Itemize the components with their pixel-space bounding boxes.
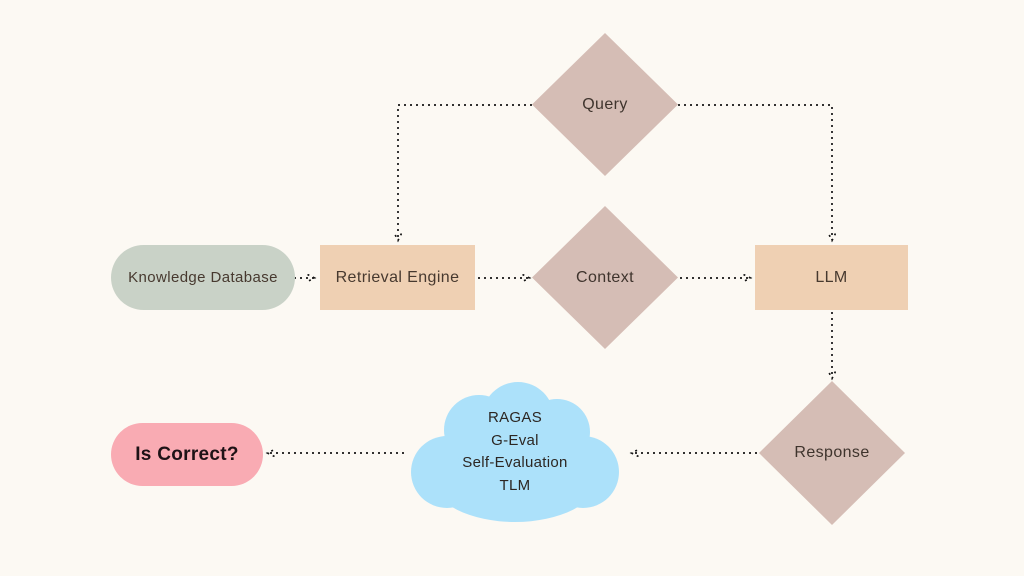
evaluator-line-geval: G-Eval bbox=[491, 431, 539, 449]
retrieval-engine-label: Retrieval Engine bbox=[335, 268, 460, 286]
node-llm-rect: LLM bbox=[755, 245, 908, 310]
response-label: Response bbox=[794, 444, 870, 461]
query-label: Query bbox=[582, 95, 628, 113]
knowledge-database-label: Knowledge Database bbox=[128, 268, 278, 286]
node-context-diamond: Context bbox=[532, 206, 678, 349]
node-evaluators-cloud: RAGAS G-Eval Self-Evaluation TLM bbox=[405, 378, 625, 526]
llm-label: LLM bbox=[815, 268, 848, 286]
evaluator-line-ragas: RAGAS bbox=[487, 409, 542, 426]
edge-query-to-retrieval-engine bbox=[398, 104, 532, 240]
evaluator-line-selfeval: Self-Evaluation bbox=[462, 454, 568, 471]
node-retrieval-engine-rect: Retrieval Engine bbox=[320, 245, 475, 310]
edge-query-to-llm bbox=[678, 104, 832, 240]
evaluators-label-group: RAGAS G-Eval Self-Evaluation TLM bbox=[405, 378, 625, 526]
node-query-diamond: Query bbox=[532, 33, 678, 176]
context-label: Context bbox=[576, 268, 634, 286]
node-response-diamond: Response bbox=[759, 381, 905, 525]
node-knowledge-database-pill: Knowledge Database bbox=[111, 245, 295, 310]
evaluator-line-tlm: TLM bbox=[499, 476, 531, 494]
node-is-correct-pill: Is Correct? bbox=[111, 423, 263, 486]
is-correct-label: Is Correct? bbox=[135, 443, 239, 465]
cloud-shape bbox=[411, 382, 619, 522]
